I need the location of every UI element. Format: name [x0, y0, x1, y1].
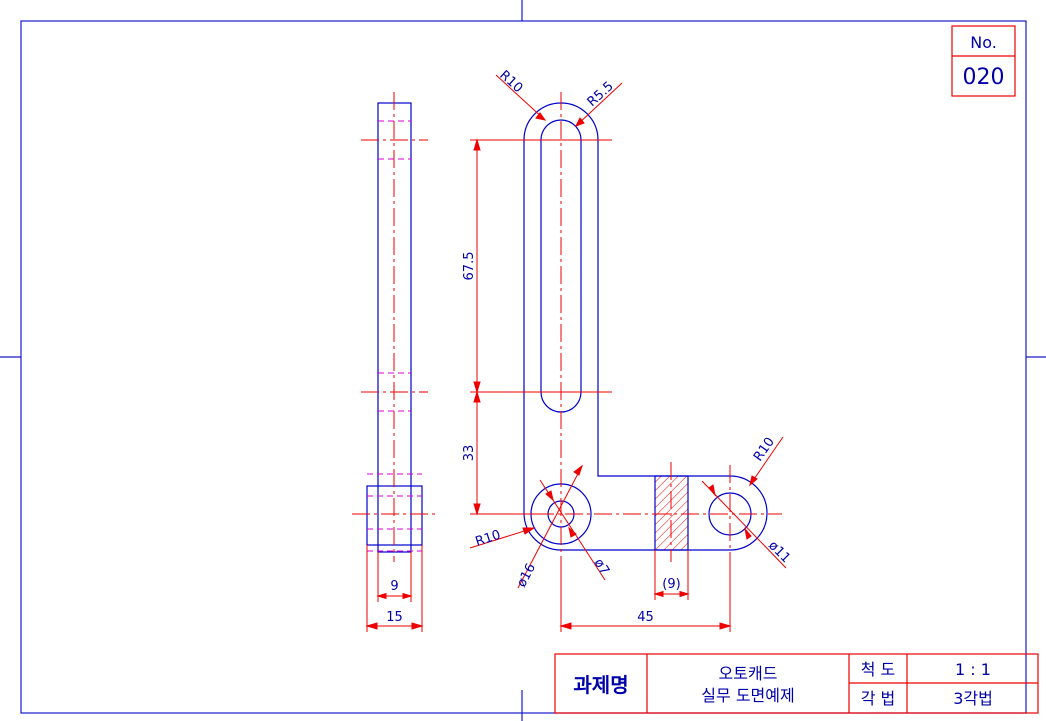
dim-r10-top: R10: [496, 68, 525, 96]
drawing-number-box: No. 020: [951, 25, 1016, 97]
dim-67-5: 67.5: [462, 252, 477, 281]
projection-label: 각 법: [861, 689, 896, 708]
dim-paren9: (9): [662, 577, 680, 592]
dim-dia16: ø16: [514, 561, 539, 590]
dim-r10-left: R10: [474, 528, 503, 550]
front-view: R10 R5.5 67.5 33 R10 ø16 ø7 (9) R10 ø11 …: [462, 68, 793, 632]
title-line-2: 실무 도면예제: [701, 686, 794, 705]
dim-r5-5: R5.5: [585, 79, 617, 110]
front-view-dimension-lines: [469, 74, 787, 632]
drawing-number-value: 020: [963, 65, 1005, 90]
title-line-1: 오토캐드: [719, 664, 778, 683]
dim-side-9: 9: [390, 579, 398, 594]
title-block: 과제명 오토캐드 실무 도면예제 척 도 1 : 1 각 법 3각법: [554, 653, 1039, 714]
side-view-center-lines: [352, 92, 438, 562]
project-label: 과제명: [573, 673, 628, 697]
side-view-dimensions: [365, 545, 424, 632]
dim-side-15: 15: [386, 610, 403, 625]
side-view-hidden-lines: [367, 120, 422, 552]
side-view: 9 15: [352, 92, 438, 632]
scale-label: 척 도: [861, 660, 896, 679]
dim-dia11: ø11: [765, 538, 793, 566]
projection-value: 3각법: [953, 689, 993, 708]
scale-value: 1 : 1: [955, 660, 991, 679]
dim-width-45: 45: [637, 610, 654, 625]
dim-dia7: ø7: [591, 556, 612, 578]
part-outline: [523, 102, 768, 551]
drawing-number-label: No.: [970, 33, 997, 52]
dim-33: 33: [462, 445, 477, 462]
